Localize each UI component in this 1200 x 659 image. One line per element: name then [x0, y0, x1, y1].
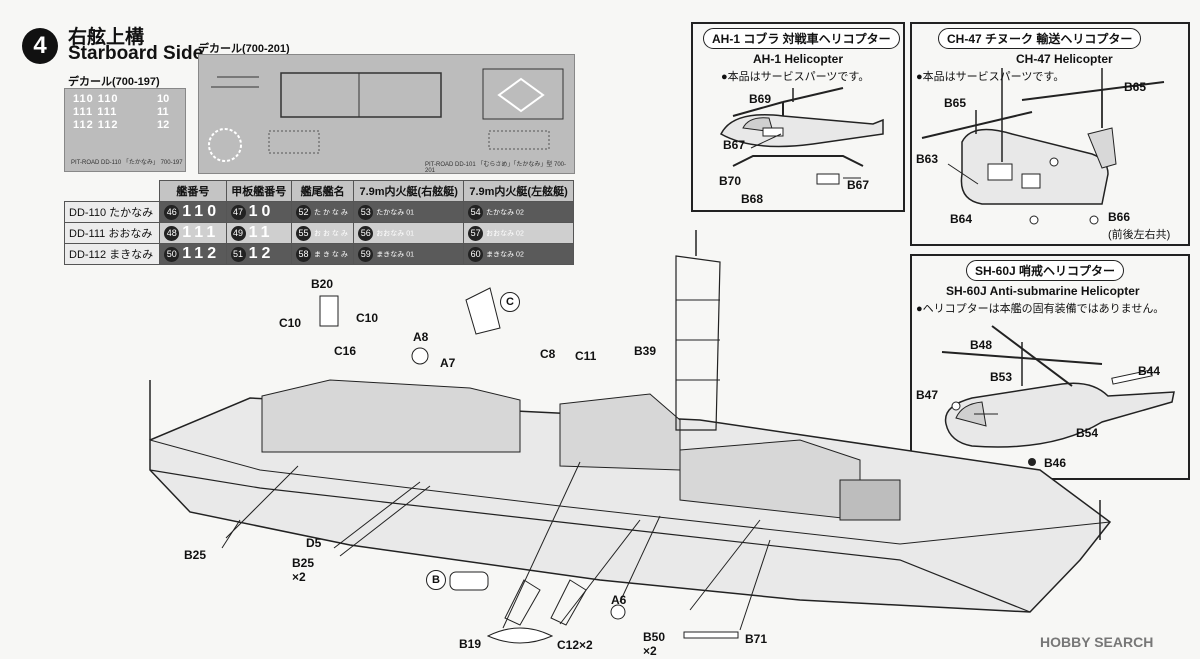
part-label-c16: C16 — [334, 344, 357, 358]
part-label-b65: B65 — [944, 96, 967, 110]
sub-assembly-c-marker: C — [500, 292, 520, 312]
part-label-c8: C8 — [540, 347, 556, 361]
ship-name-cell: DD-112 まきなみ — [63, 243, 161, 265]
step-title-jp: 右舷上構 — [68, 27, 145, 48]
ch47-panel-title: CH-47 チヌーク 輸送ヘリコプター — [938, 28, 1142, 49]
decal-sheet-small: 110 110 111 111 112 112 10 11 12 PIT-ROA… — [64, 88, 186, 172]
decal-label-small: デカール(700-197) — [68, 76, 160, 88]
table-header: 艦尾艦名 — [291, 180, 355, 202]
part-label-b47: B47 — [916, 388, 939, 402]
ah1-helicopter-panel: AH-1 コブラ 対戦車ヘリコプター AH-1 Helicopter ●本品はサ… — [691, 22, 905, 212]
part-label-b20: B20 — [311, 277, 334, 291]
part-label-b25: B25 — [292, 556, 315, 570]
part-label-a7: A7 — [440, 356, 456, 370]
part-label-b64: B64 — [950, 212, 973, 226]
sh60j-panel-subtitle: SH-60J Anti-submarine Helicopter — [946, 284, 1140, 298]
ah1-panel-subtitle: AH-1 Helicopter — [753, 52, 844, 66]
part-note-front-rear: (前後左右共) — [1108, 229, 1171, 241]
part-label-b39: B39 — [634, 344, 657, 358]
part-label-b67: B67 — [723, 138, 746, 152]
part-label-b48: B48 — [970, 338, 993, 352]
part-label-b53: B53 — [990, 370, 1013, 384]
part-label-b66: B66 — [1108, 210, 1131, 224]
part-label-c10: C10 — [279, 316, 302, 330]
ah1-panel-title: AH-1 コブラ 対戦車ヘリコプター — [703, 28, 900, 49]
part-label-d5: D5 — [306, 536, 322, 550]
sh60j-helicopter-panel: SH-60J 哨戒ヘリコプター SH-60J Anti-submarine He… — [910, 254, 1190, 480]
part-label-b54: B54 — [1076, 426, 1099, 440]
part-label-b68: B68 — [741, 192, 764, 206]
part-label-b69: B69 — [749, 92, 772, 106]
part-label-c11: C11 — [575, 349, 597, 363]
ah1-panel-note: ●本品はサービスパーツです。 — [721, 71, 870, 83]
decal-sheet-large: PIT-ROAD DD-101 「むらさめ」「たかなみ」型 700-201 — [198, 54, 575, 174]
part-label-b71: B71 — [745, 632, 768, 646]
ch47-panel-subtitle: CH-47 Helicopter — [1016, 52, 1113, 66]
quantity-label: ×2 — [643, 644, 657, 658]
decal-label-large: デカール(700-201) — [198, 43, 290, 55]
part-label-b46: B46 — [1044, 456, 1067, 470]
step-title-en: Starboard Side — [68, 43, 204, 64]
decal-side-number: 12 — [157, 119, 170, 131]
part-label-b25: B25 — [184, 548, 207, 562]
decal-sheet-small-footer: PIT-ROAD DD-110 「たかなみ」 700-197 — [71, 160, 183, 166]
table-header: 7.9m内火艇(左舷艇) — [463, 180, 574, 202]
ch47-helicopter-drawing — [921, 68, 1165, 225]
decal-sheet-large-footer: PIT-ROAD DD-101 「むらさめ」「たかなみ」型 700-201 — [425, 162, 567, 174]
ah1-helicopter-drawing — [720, 87, 884, 185]
part-label-b44: B44 — [1138, 364, 1161, 378]
ship-name-cell: DD-110 たかなみ — [63, 201, 161, 223]
decal-number-line: 110 110 — [73, 93, 119, 105]
ch47-panel-note: ●本品はサービスパーツです。 — [916, 71, 1065, 83]
quantity-label: ×2 — [292, 570, 306, 584]
part-label-a8: A8 — [413, 330, 429, 344]
table-header-row: 艦番号 甲板艦番号 艦尾艦名 7.9m内火艇(右舷艇) 7.9m内火艇(左舷艇) — [64, 180, 574, 202]
part-label-b50: B50 — [643, 630, 666, 644]
decal-number-line: 111 111 — [73, 106, 118, 118]
sh60j-panel-note: ●ヘリコプターは本艦の固有装備ではありません。 — [916, 303, 1165, 315]
step-number-badge: 4 — [22, 28, 58, 64]
part-label-b67: B67 — [847, 178, 870, 192]
part-label-c12: C12×2 — [557, 638, 593, 652]
sub-assembly-b-marker: B — [426, 570, 446, 590]
part-label-b70: B70 — [719, 174, 742, 188]
part-label-b63: B63 — [916, 152, 939, 166]
decal-sheet-artwork — [208, 68, 564, 162]
decal-side-number: 10 — [157, 93, 170, 105]
table-header — [64, 180, 161, 202]
decal-side-number: 11 — [157, 106, 169, 118]
table-header: 甲板艦番号 — [225, 180, 293, 202]
part-label-c10: C10 — [356, 311, 379, 325]
ch47-helicopter-panel: CH-47 チヌーク 輸送ヘリコプター CH-47 Helicopter ●本品… — [910, 22, 1190, 246]
decal-number-line: 112 112 — [73, 119, 119, 131]
part-label-b65: B65 — [1124, 80, 1147, 94]
part-label-a6: A6 — [611, 593, 627, 607]
sh60j-panel-title: SH-60J 哨戒ヘリコプター — [966, 260, 1125, 281]
table-header: 艦番号 — [159, 180, 227, 202]
table-header: 7.9m内火艇(右舷艇) — [353, 180, 465, 202]
part-label-b19: B19 — [459, 637, 482, 651]
watermark-text: HOBBY SEARCH — [1040, 634, 1154, 650]
ship-name-cell: DD-111 おおなみ — [63, 222, 161, 244]
hull-number-table: 艦番号 甲板艦番号 艦尾艦名 7.9m内火艇(右舷艇) 7.9m内火艇(左舷艇)… — [63, 180, 574, 265]
